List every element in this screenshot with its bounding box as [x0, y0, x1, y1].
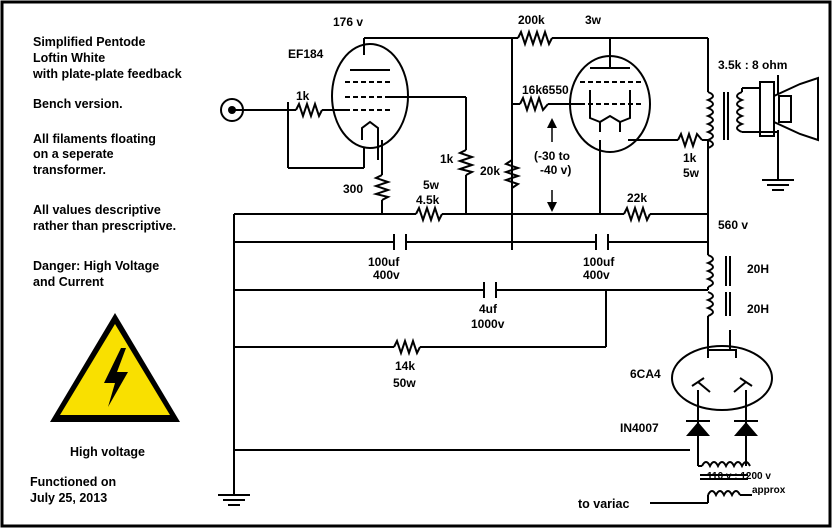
resistor-label: 1k: [683, 151, 697, 165]
resistor-label: 22k: [627, 191, 647, 205]
note-line: All filaments floating: [33, 132, 156, 146]
diodes: [686, 420, 758, 436]
speaker: [759, 76, 819, 142]
resistor-label: 300: [343, 182, 363, 196]
note-line: All values descriptive: [33, 203, 161, 217]
resistor-label: 5w: [423, 178, 440, 192]
6550-tube: [569, 55, 651, 153]
resistor-label: 200k: [518, 13, 545, 27]
resistor-label: 50w: [393, 376, 416, 390]
tube-label: 6CA4: [630, 367, 661, 381]
tube-label: EF184: [288, 47, 324, 61]
diode-label: IN4007: [620, 421, 659, 435]
ef184-tube: [331, 43, 409, 168]
transformer-label: 110 v : 1200 v: [707, 471, 771, 482]
note-line: rather than prescriptive.: [33, 219, 176, 233]
wires: [233, 37, 779, 504]
capacitor-label: 1000v: [471, 317, 505, 331]
resistor-22k: [623, 204, 651, 224]
resistor-200k: [517, 28, 553, 48]
choke-label: 20H: [747, 262, 769, 276]
capacitor-label: 400v: [373, 268, 400, 282]
transformer-label: approx: [752, 485, 786, 496]
resistor-4-5k: [415, 204, 443, 224]
resistor-label: 3w: [585, 13, 602, 27]
bias-label: (-30 to: [534, 149, 570, 163]
bias-arrows: [547, 118, 557, 212]
capacitors: [393, 234, 609, 298]
capacitor-label: 100uf: [583, 255, 615, 269]
capacitor-label: 100uf: [368, 255, 400, 269]
input-jack: [220, 98, 244, 122]
footer-line: Functioned on: [30, 475, 116, 489]
component-labels: 176 v EF184 1k 300 1k 5w 4.5k 200k 3w 65…: [288, 13, 787, 496]
note-line: with plate-plate feedback: [32, 67, 182, 81]
chokes: [705, 254, 731, 317]
resistor-16k: [519, 94, 549, 114]
footer-line: July 25, 2013: [30, 491, 107, 505]
voltage-label: 560 v: [718, 218, 748, 232]
note-line: Bench version.: [33, 97, 123, 111]
resistor-1k-grid: [295, 100, 323, 120]
output-transformer: [705, 87, 760, 149]
note-line: Danger: High Voltage: [33, 259, 159, 273]
power-transformer: [698, 461, 751, 503]
resistor-label: 5w: [683, 166, 700, 180]
resistor-300: [372, 174, 392, 201]
resistor-1k-screen: [456, 149, 476, 176]
capacitor-label: 4uf: [479, 302, 498, 316]
note-line: Simplified Pentode: [33, 35, 146, 49]
resistor-label: 20k: [480, 164, 500, 178]
resistor-20k: [502, 159, 522, 189]
note-line: and Current: [33, 275, 105, 289]
note-line: transformer.: [33, 163, 106, 177]
6ca4-rectifier: [671, 330, 773, 411]
resistor-14k: [393, 337, 421, 357]
warning-caption: High voltage: [70, 445, 145, 459]
resistor-1k-out: [677, 130, 703, 150]
note-line: on a seperate: [33, 147, 114, 161]
transformer-label: 3.5k : 8 ohm: [718, 58, 787, 72]
speaker-ground: [760, 131, 794, 191]
variac-label: to variac: [578, 497, 629, 511]
resistor-label: 16k: [522, 83, 542, 97]
resistor-label: 14k: [395, 359, 415, 373]
voltage-label: 176 v: [333, 15, 363, 29]
choke-label: 20H: [747, 302, 769, 316]
resistor-label: 4.5k: [416, 193, 440, 207]
bias-label: -40 v): [540, 163, 571, 177]
resistor-label: 1k: [440, 152, 454, 166]
tube-label: 6550: [542, 83, 569, 97]
resistors: [295, 28, 703, 357]
chassis-ground: [218, 494, 250, 506]
note-line: Loftin White: [33, 51, 105, 65]
notes-block: Simplified Pentode Loftin White with pla…: [32, 35, 182, 289]
resistor-label: 1k: [296, 89, 310, 103]
high-voltage-warning-icon: [50, 313, 180, 422]
capacitor-label: 400v: [583, 268, 610, 282]
